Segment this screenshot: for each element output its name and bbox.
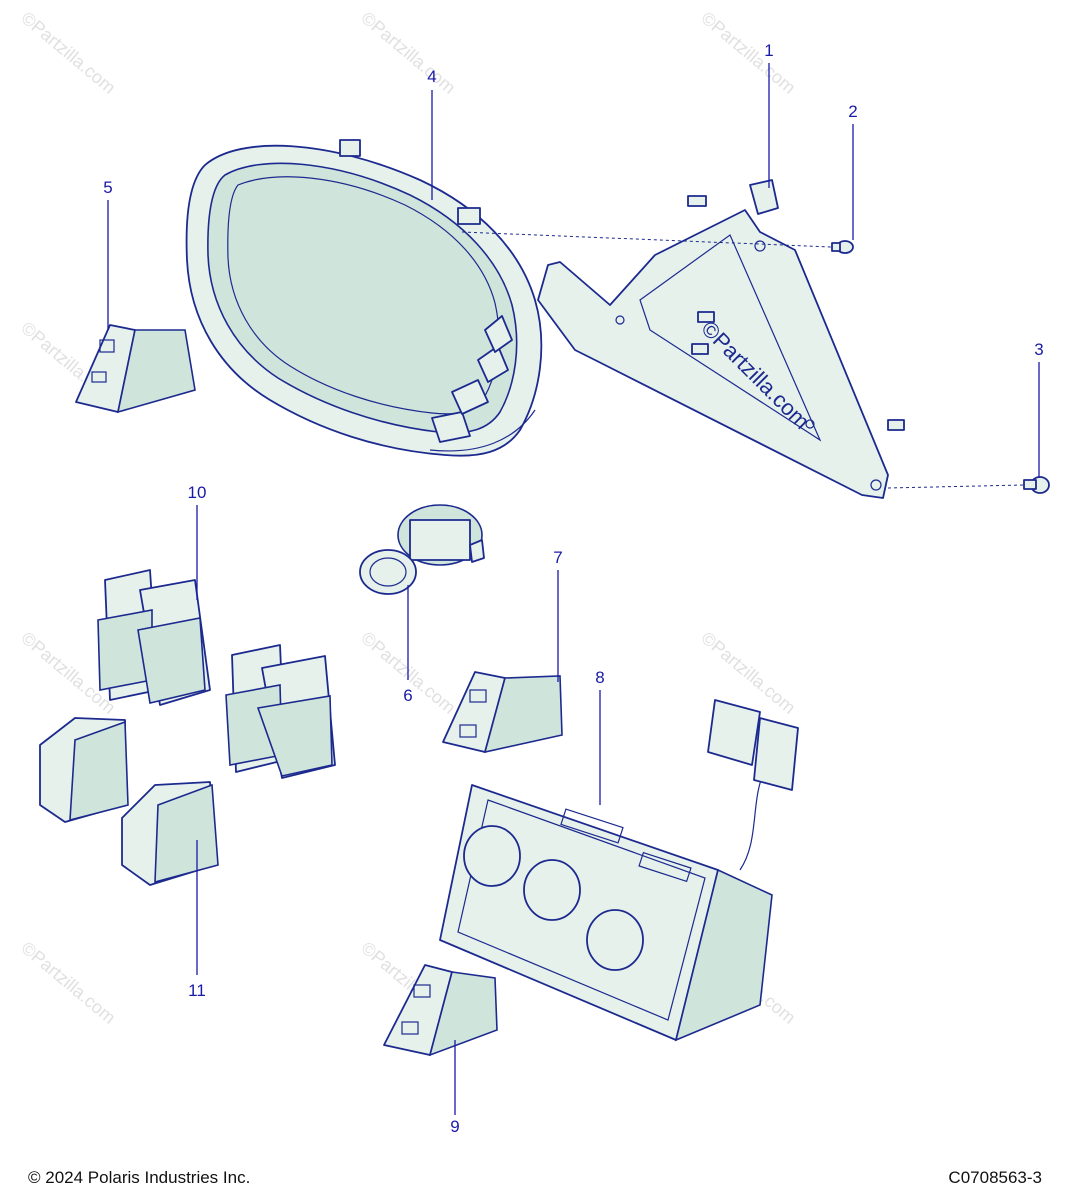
part-8-climate-control[interactable] bbox=[439, 699, 799, 1042]
watermark: ©Partzilla.com bbox=[697, 628, 799, 718]
callout-8[interactable]: 8 bbox=[595, 668, 604, 687]
part-2-screw[interactable] bbox=[831, 240, 854, 254]
part-11-switch-set[interactable] bbox=[39, 717, 219, 886]
callout-11[interactable]: 11 bbox=[188, 981, 206, 1000]
part-3-screw[interactable] bbox=[1023, 476, 1050, 494]
watermark: ©Partzilla.com bbox=[17, 938, 119, 1028]
callout-6[interactable]: 6 bbox=[403, 686, 412, 705]
alignment-line bbox=[461, 231, 833, 248]
watermark: ©Partzilla.com bbox=[17, 8, 119, 98]
callout-1[interactable]: 1 bbox=[764, 41, 773, 60]
callout-2[interactable]: 2 bbox=[848, 102, 857, 121]
part-5-rocker-switch[interactable] bbox=[75, 324, 196, 414]
copyright-notice: © 2024 Polaris Industries Inc. bbox=[28, 1168, 251, 1187]
part-4-instrument-cluster[interactable] bbox=[185, 139, 543, 457]
part-7-rocker-switch[interactable] bbox=[442, 671, 563, 754]
part-9-rocker-switch[interactable] bbox=[383, 964, 498, 1057]
part-1-bracket[interactable]: ©Partzilla.com bbox=[537, 179, 905, 499]
alignment-line bbox=[887, 484, 1025, 489]
callout-10[interactable]: 10 bbox=[188, 483, 207, 502]
part-10-switch-set[interactable] bbox=[97, 569, 336, 779]
watermark: ©Partzilla.com bbox=[357, 8, 459, 98]
watermark: ©Partzilla.com bbox=[697, 8, 799, 98]
callout-3[interactable]: 3 bbox=[1034, 340, 1043, 359]
callout-4[interactable]: 4 bbox=[427, 67, 436, 86]
part-6-ignition-switch[interactable] bbox=[359, 504, 485, 595]
callout-9[interactable]: 9 bbox=[450, 1117, 459, 1136]
drawing-number: C0708563-3 bbox=[948, 1168, 1042, 1187]
callout-7[interactable]: 7 bbox=[553, 548, 562, 567]
callout-5[interactable]: 5 bbox=[103, 178, 112, 197]
